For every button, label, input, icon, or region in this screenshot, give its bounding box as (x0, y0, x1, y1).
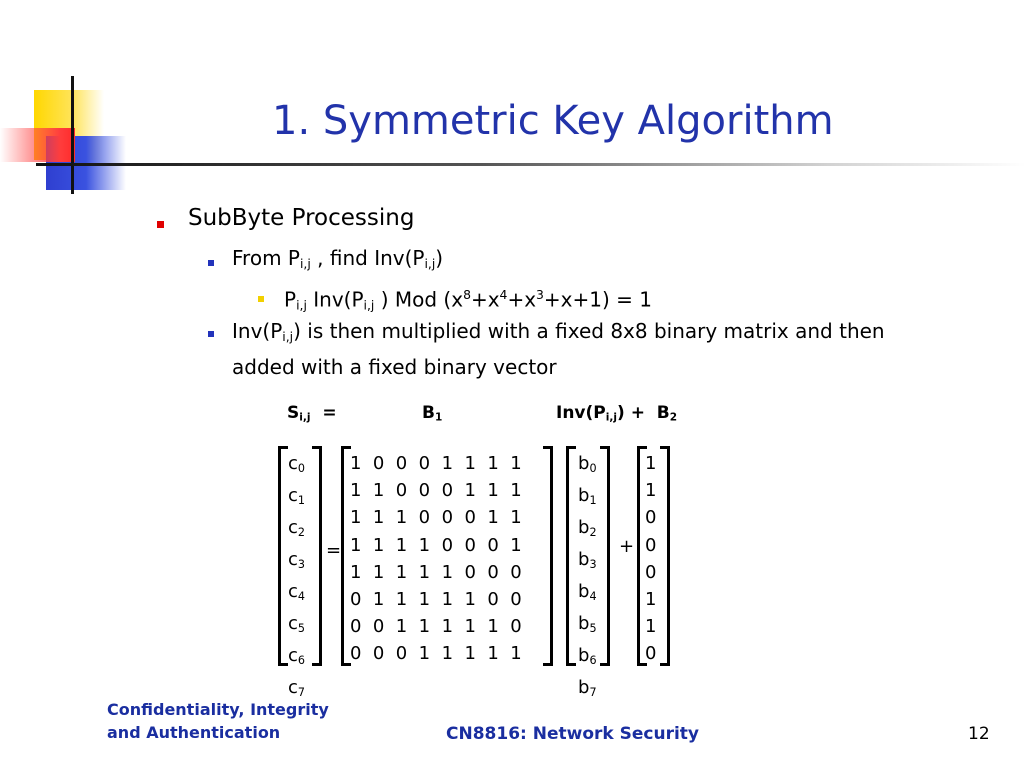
bracket-matrix-left (341, 446, 351, 666)
c-vector-entry: c7 (288, 676, 306, 699)
bullet-marker-yellow (258, 296, 264, 302)
label-b1: B1 (422, 403, 443, 424)
constant-vector-entry: 1 (645, 589, 657, 611)
bullet-subbyte: SubByte Processing (188, 205, 415, 231)
bullet-marker-red (157, 221, 164, 228)
b-vector-entry: b5 (578, 612, 597, 635)
c-vector-entry: c0 (288, 453, 306, 475)
matrix-row: 0 0 0 1 1 1 1 1 (350, 643, 522, 665)
matrix-row: 1 1 1 1 1 0 0 0 (350, 561, 522, 583)
bracket-c-left (278, 446, 288, 666)
logo-red-bar (0, 128, 75, 162)
c-vector-entry: c4 (288, 580, 306, 603)
constant-vector-entry: 0 (645, 534, 657, 556)
matrix-b1: 1 0 0 0 1 1 1 1 1 1 0 0 0 1 1 1 1 1 1 0 0 … (350, 450, 522, 668)
page-number: 12 (968, 724, 990, 744)
constant-vector-entry: 1 (645, 453, 657, 474)
bullet-inverse-mod: Pi,j Inv(Pi,j ) Mod (x8+x4+x3+x+1) = 1 (284, 287, 652, 313)
bracket-matrix-right (543, 446, 553, 666)
bullet-from-p: From Pi,j , find Inv(Pi,j) (232, 246, 444, 272)
bracket-b-right (600, 446, 610, 666)
equals-operator: = (326, 540, 342, 561)
constant-vector-entry: 0 (645, 561, 657, 583)
b-vector-entry: b7 (578, 676, 597, 699)
bracket-c-right (312, 446, 322, 666)
matrix-row: 1 0 0 0 1 1 1 1 (350, 453, 522, 474)
constant-vector-b2: 1 1 0 0 0 1 1 0 (645, 450, 656, 668)
matrix-row: 0 1 1 1 1 1 0 0 (350, 589, 522, 611)
footer-course: CN8816: Network Security (446, 724, 699, 744)
b-vector-entry: b6 (578, 644, 597, 667)
constant-vector-entry: 1 (645, 480, 657, 502)
b-vector-entry: b0 (578, 453, 597, 475)
c-vector-entry: c6 (288, 644, 306, 667)
bullet-marker-blue (208, 260, 214, 266)
slide-title: 1. Symmetric Key Algorithm (272, 98, 834, 144)
c-vector-entry: c1 (288, 484, 306, 507)
c-vector-entry: c3 (288, 548, 306, 571)
bracket-b-left (566, 446, 576, 666)
constant-vector-entry: 0 (645, 643, 657, 665)
bullet-marker-blue (208, 331, 214, 337)
plus-operator: + (619, 536, 635, 557)
c-vector: c0 c1 c2 c3 c4 c5 c6 c7 (288, 450, 305, 706)
constant-vector-entry: 1 (645, 616, 657, 638)
label-inv-p: Inv(Pi,j) + B2 (556, 403, 678, 424)
matrix-row: 1 1 0 0 0 1 1 1 (350, 480, 522, 502)
c-vector-entry: c2 (288, 516, 306, 539)
b-vector-entry: b4 (578, 580, 597, 603)
matrix-row: 0 0 1 1 1 1 1 0 (350, 616, 522, 638)
title-underline (36, 163, 1024, 166)
constant-vector-entry: 0 (645, 507, 657, 529)
matrix-row: 1 1 1 1 0 0 0 1 (350, 534, 522, 556)
bracket-const-left (637, 446, 647, 666)
bullet-inv-multiplied: Inv(Pi,j) is then multiplied with a fixe… (232, 319, 885, 380)
logo-vertical-line (71, 76, 74, 194)
b-vector-entry: b3 (578, 548, 597, 571)
label-s: Si,j = (287, 403, 337, 424)
matrix-row: 1 1 1 0 0 0 1 1 (350, 507, 522, 529)
c-vector-entry: c5 (288, 612, 306, 635)
b-vector: b0 b1 b2 b3 b4 b5 b6 b7 (578, 450, 597, 706)
bracket-const-right (660, 446, 670, 666)
b-vector-entry: b1 (578, 484, 597, 507)
b-vector-entry: b2 (578, 516, 597, 539)
